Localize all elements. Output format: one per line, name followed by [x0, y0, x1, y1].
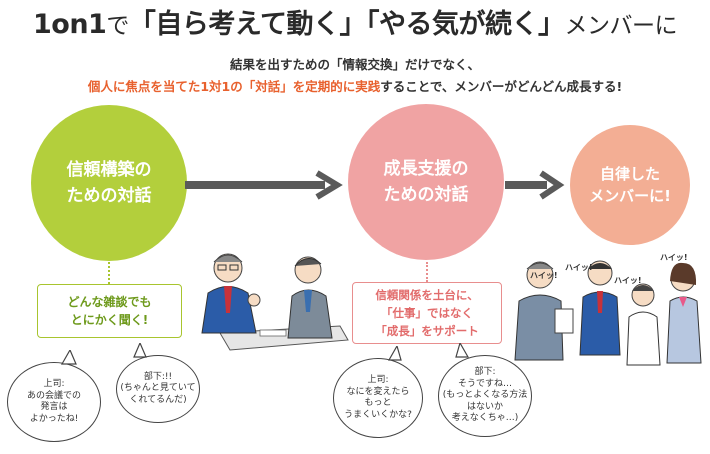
shout-text: ハイッ! — [660, 253, 688, 262]
subtitle-rest: することで、メンバーがどんどん成長する! — [380, 79, 623, 94]
step-trust-circle: 信頼構築のための対話 — [31, 105, 187, 261]
bubble-line: (もっとよくなる方法 — [442, 390, 528, 401]
title-member: メンバーに — [564, 13, 678, 39]
step-autonomy-circle: 自律したメンバーに! — [570, 125, 690, 245]
step-label: ための対話 — [383, 185, 469, 205]
bubble-tail — [60, 350, 77, 365]
subtitle-line1: 結果を出すための「情報交換」だけでなく、 — [229, 57, 480, 72]
arrow-right-icon — [505, 170, 565, 200]
bubble-line: もっと — [364, 398, 392, 408]
bubble-line: 上司: — [43, 379, 65, 389]
bubble-line: はないか — [466, 401, 503, 412]
note-box-growth: 信頼関係を土台に、「仕事」ではなく「成長」をサポート — [352, 282, 502, 344]
subtitle-line2: 個人に焦点を当てた1対1の「対話」を定期的に実践することで、メンバーがどんどん成… — [0, 76, 710, 95]
bubble-line: あの会議での — [26, 390, 81, 401]
speech-bubble-boss: 上司:なにを変えたらもっとうまくいくかな? — [333, 358, 423, 438]
bubble-line: 上司: — [367, 375, 389, 385]
connector-dots — [426, 262, 428, 282]
shout-text: ハイッ! — [530, 271, 558, 280]
bubble-line: うまくいくかな? — [344, 409, 412, 420]
step-label: 自律した — [599, 165, 660, 183]
note-text: 「仕事」ではなく — [381, 306, 473, 320]
speech-bubble-boss: 上司:あの会議での発言はよかったね! — [7, 362, 101, 442]
bubble-line: 部下:!! — [143, 371, 173, 382]
subtitle-highlight: 個人に焦点を当てた1対1の「対話」を定期的に実践 — [87, 79, 381, 94]
bubble-line: (ちゃんと見ていて — [120, 383, 196, 394]
shout-text: ハイッ! — [614, 276, 642, 285]
note-box-trust: どんな雑談でもとにかく聞く! — [37, 284, 182, 338]
bubble-line: 部下: — [474, 367, 496, 378]
note-text: とにかく聞く! — [70, 313, 149, 327]
bubble-tail — [133, 343, 147, 358]
step-label: メンバーに! — [589, 187, 671, 205]
speech-bubble-subordinate: 部下:!!(ちゃんと見ていてくれてるんだ) — [116, 355, 200, 423]
page-title: 1on1で「自ら考えて動く」「やる気が続く」メンバーに — [0, 2, 710, 41]
note-text: 信頼関係を土台に、 — [375, 288, 479, 302]
step-label: 信頼構築の — [66, 160, 152, 180]
meeting-illustration — [201, 253, 349, 351]
note-text: どんな雑談でも — [67, 295, 152, 309]
shout-text: ハイッ! — [565, 263, 593, 272]
bubble-line: よかったね! — [29, 413, 79, 424]
arrow-right-icon — [185, 170, 343, 200]
step-label: ための対話 — [66, 186, 152, 206]
speech-bubble-subordinate: 部下:そうですね…(もっとよくなる方法はないか考えなくちゃ…) — [438, 355, 532, 437]
connector-dots — [108, 262, 110, 284]
title-de: で — [106, 13, 129, 39]
bubble-line: 考えなくちゃ…) — [451, 413, 519, 424]
title-quote: 「自ら考えて動く」「やる気が続く」 — [128, 9, 565, 40]
bubble-line: そうですね… — [457, 378, 512, 389]
bubble-line: 発言は — [40, 402, 68, 412]
step-growth-circle: 成長支援のための対話 — [348, 104, 504, 260]
bubble-tail — [455, 343, 470, 358]
bubble-tail — [387, 346, 402, 361]
note-text: 「成長」をサポート — [375, 324, 479, 338]
bubble-line: くれてるんだ) — [129, 394, 187, 405]
team-illustration — [514, 260, 702, 366]
bubble-line: なにを変えたら — [346, 386, 410, 397]
title-1on1: 1on1 — [32, 9, 107, 40]
step-label: 成長支援の — [383, 159, 469, 179]
